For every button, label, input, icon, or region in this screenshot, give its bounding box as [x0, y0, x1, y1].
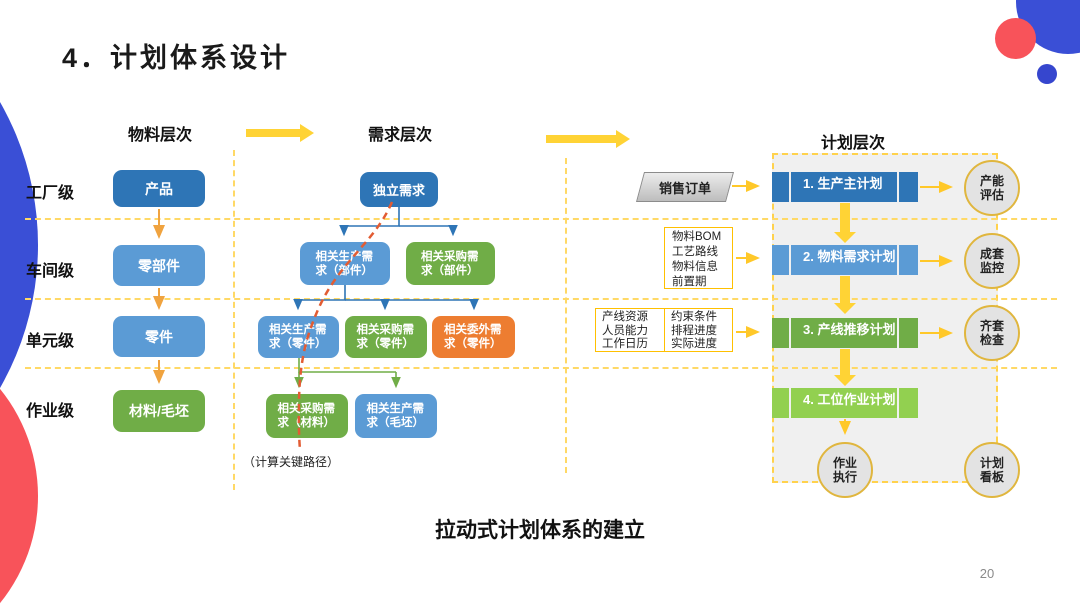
plan-box-segment [899, 172, 918, 202]
page-number: 20 [979, 566, 995, 581]
material-box-parts: 零件 [113, 316, 205, 357]
demand-connector-level3 [294, 358, 401, 389]
level-separator-3 [25, 367, 1057, 369]
plan-box-station-operation: 4. 工位作业计划 [772, 388, 918, 418]
row-label-operation: 作业级 [26, 403, 75, 420]
sales-order-shape: 销售订单 [635, 172, 735, 202]
header-arrow-material-to-demand [246, 124, 314, 142]
column-header-material: 物料层次 [127, 127, 192, 144]
circle-capacity-evaluation: 产能评估 [964, 160, 1020, 216]
plan-box-segment [772, 388, 789, 418]
plan-box-material-requirement: 2. 物料需求计划 [772, 245, 918, 275]
column-header-plan: 计划层次 [820, 135, 885, 152]
input-box-resource-left: 产线资源 人员能力 工作日历 [595, 308, 665, 352]
plan-box-segment [899, 245, 918, 275]
circle-kit-check: 齐套检查 [964, 305, 1020, 361]
plan-box-label: 4. 工位作业计划 [791, 388, 897, 418]
row-label-workshop: 车间级 [26, 263, 75, 280]
circle-operation-execution: 作业执行 [817, 442, 873, 498]
demand-connector-level1 [339, 207, 458, 237]
input-box-bom: 物料BOM 工艺路线 物料信息 前置期 [664, 227, 733, 289]
decor-circle-topright-blue-small [1037, 64, 1057, 84]
plan-box-segment [899, 318, 918, 348]
header-arrow-demand-to-plan [546, 130, 630, 148]
plan-box-label: 1. 生产主计划 [791, 172, 897, 202]
decor-circle-topright-red [995, 18, 1036, 59]
demand-box-purchase-parts: 相关采购需求（零件） [345, 316, 427, 358]
level-separator-2 [25, 298, 1057, 300]
circle-plan-kanban: 计划看板 [964, 442, 1020, 498]
level-separator-1 [25, 218, 1057, 220]
material-box-components: 零部件 [113, 245, 205, 286]
demand-box-purchase-components: 相关采购需求（部件） [406, 242, 495, 285]
plan-box-label: 3. 产线推移计划 [791, 318, 897, 348]
column-separator-2 [565, 158, 567, 473]
column-header-demand: 需求层次 [367, 127, 432, 144]
demand-box-independent: 独立需求 [360, 172, 438, 207]
plan-box-segment [772, 245, 789, 275]
demand-connector-level2 [293, 285, 479, 311]
demand-box-purchase-material: 相关采购需求（材料） [266, 394, 348, 438]
slide-caption: 拉动式计划体系的建立 [435, 519, 645, 542]
plan-box-segment [899, 388, 918, 418]
plan-box-label: 2. 物料需求计划 [791, 245, 897, 275]
material-box-raw-material: 材料/毛坯 [113, 390, 205, 432]
row-label-factory: 工厂级 [26, 185, 75, 202]
demand-box-outsource-parts: 相关委外需求（零件） [432, 316, 515, 358]
plan-box-master-production: 1. 生产主计划 [772, 172, 918, 202]
plan-box-segment [772, 172, 789, 202]
column-separator-1 [233, 150, 235, 490]
demand-box-production-blank: 相关生产需求（毛坯） [355, 394, 437, 438]
plan-box-line-transition: 3. 产线推移计划 [772, 318, 918, 348]
circle-kit-monitoring: 成套监控 [964, 233, 1020, 289]
page-title: 4．计划体系设计 [62, 43, 291, 73]
plan-box-segment [772, 318, 789, 348]
demand-box-production-parts: 相关生产需求（零件） [258, 316, 339, 358]
demand-box-production-components: 相关生产需求（部件） [300, 242, 390, 285]
material-box-product: 产品 [113, 170, 205, 207]
input-box-resource-right: 约束条件 排程进度 实际进度 [664, 308, 733, 352]
row-label-unit: 单元级 [26, 333, 75, 350]
critical-path-note: （计算关键路径） [243, 455, 340, 469]
